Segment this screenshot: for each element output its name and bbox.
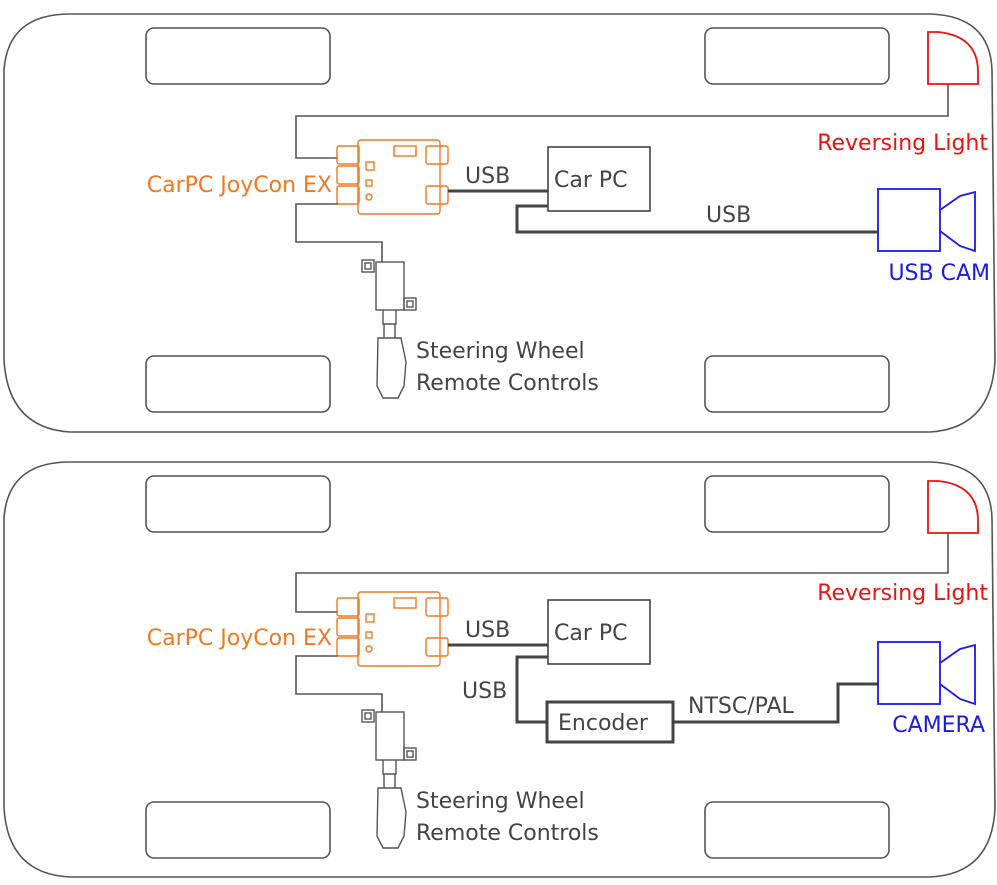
wheel-rear-left	[704, 475, 890, 533]
usb-label-camera: USB	[706, 203, 751, 228]
wheel-rear-left	[704, 27, 890, 85]
usb-cam-icon	[877, 188, 976, 253]
usb-label-controller: USB	[465, 618, 510, 643]
camera-label: CAMERA	[892, 713, 985, 738]
encoder-label: Encoder	[558, 711, 649, 736]
reversing-light-label: Reversing Light	[817, 131, 988, 156]
usb-label-controller: USB	[465, 164, 510, 189]
diagram-usb-camera: Reversing Light CarPC JoyCon EX USB Car …	[3, 13, 996, 433]
encoder-usb-wire	[515, 655, 548, 724]
joycon-board	[336, 591, 449, 667]
controller-label: CarPC JoyCon EX	[147, 626, 332, 651]
car-pc-label: Car PC	[554, 621, 628, 646]
usb-label-encoder: USB	[462, 679, 507, 704]
steering-wire	[295, 203, 383, 262]
steering-wire	[295, 655, 383, 712]
wheel-front-left	[145, 27, 331, 85]
wheel-rear-right	[704, 355, 890, 413]
camera-usb-wire	[515, 204, 878, 234]
camera-icon	[877, 641, 976, 706]
steering-remote-connector	[361, 259, 417, 399]
steering-label-line2: Remote Controls	[416, 371, 599, 396]
steering-label-line1: Steering Wheel	[416, 789, 585, 814]
controller-label: CarPC JoyCon EX	[147, 173, 332, 198]
reversing-light-icon	[927, 31, 979, 85]
steering-label-line2: Remote Controls	[416, 821, 599, 846]
car-pc-box	[547, 599, 651, 665]
wheel-rear-right	[704, 801, 890, 859]
diagram-analog-camera: Reversing Light CarPC JoyCon EX USB Car …	[3, 461, 996, 878]
car-pc-box	[547, 146, 651, 212]
steering-remote-connector	[361, 709, 417, 849]
video-signal-label: NTSC/PAL	[688, 694, 795, 719]
wheel-front-left	[145, 475, 331, 533]
wheel-front-right	[145, 801, 331, 859]
car-pc-label: Car PC	[554, 168, 628, 193]
reversing-light-label: Reversing Light	[817, 581, 988, 606]
car-body-outline	[3, 13, 996, 433]
video-wire	[673, 682, 878, 724]
camera-label: USB CAM	[888, 261, 990, 286]
reversing-light-icon	[927, 480, 979, 534]
reversing-light-wire	[295, 84, 949, 159]
car-body-outline	[3, 461, 996, 878]
wheel-front-right	[145, 355, 331, 413]
joycon-board	[336, 139, 449, 215]
steering-label-line1: Steering Wheel	[416, 339, 585, 364]
reversing-light-wire	[295, 532, 949, 613]
